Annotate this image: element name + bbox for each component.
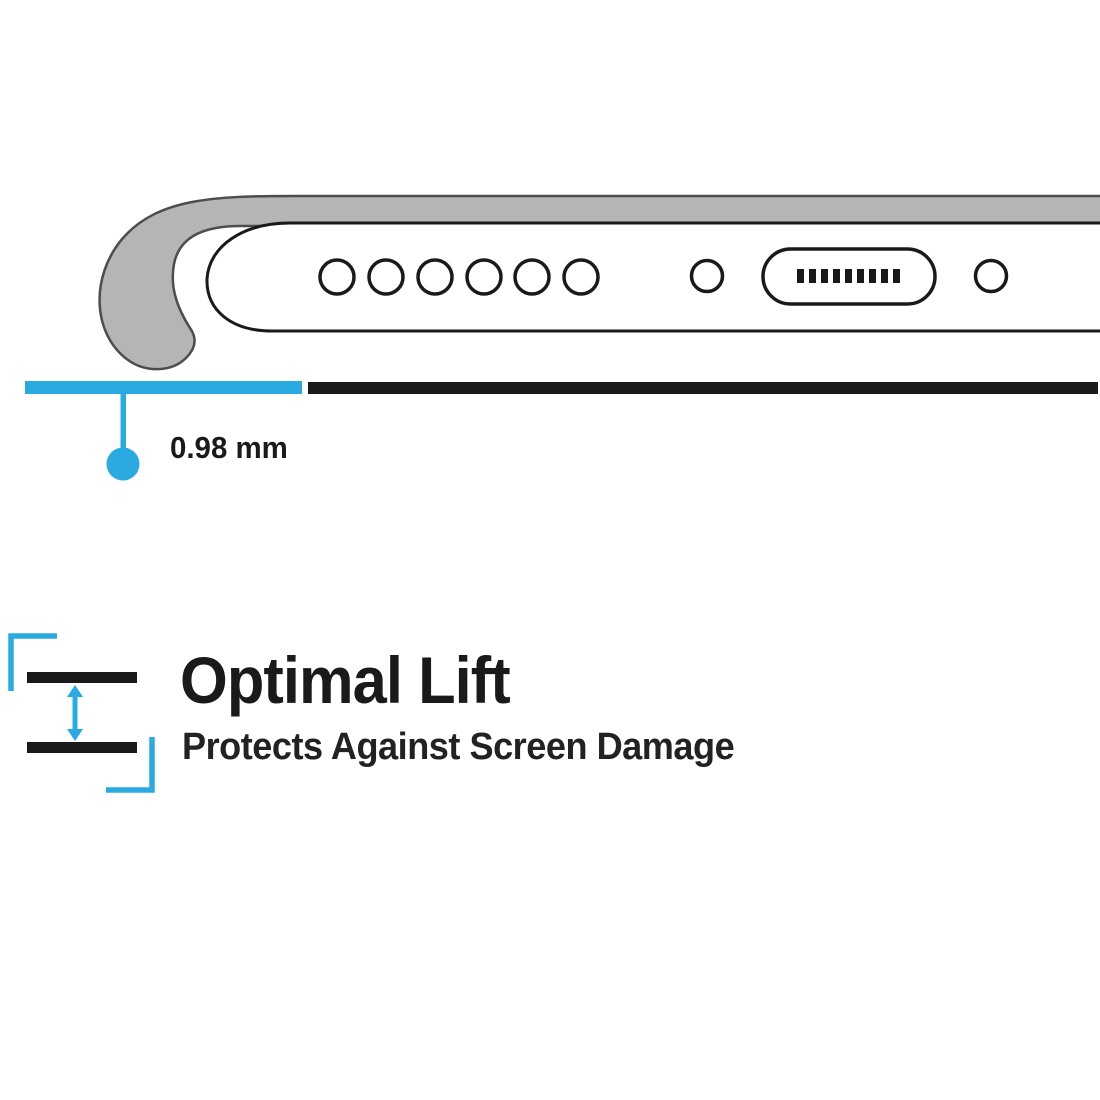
double-arrow-icon — [67, 685, 83, 741]
feature-subtitle: Protects Against Screen Damage — [182, 726, 735, 768]
feature-title: Optimal Lift — [180, 643, 511, 717]
case-lip-shape — [98, 194, 1100, 371]
bracket-bottom-right-icon — [106, 737, 155, 793]
bracket-top-left-icon — [8, 633, 57, 691]
bottom-bar — [27, 742, 137, 753]
lift-measurement-label: 0.98 mm — [170, 430, 288, 465]
charging-port-icon — [761, 247, 937, 306]
screw-hole-right-icon — [973, 258, 1009, 294]
ground-line-cyan — [25, 381, 302, 394]
lift-callout-icon — [106, 394, 140, 481]
screw-hole-left-icon — [689, 258, 725, 294]
speaker-holes-icon — [318, 258, 600, 296]
optimal-lift-icon — [8, 633, 155, 793]
ground-line-black — [308, 382, 1098, 394]
top-bar — [27, 672, 137, 683]
phone-bottom-diagram — [25, 194, 1100, 481]
